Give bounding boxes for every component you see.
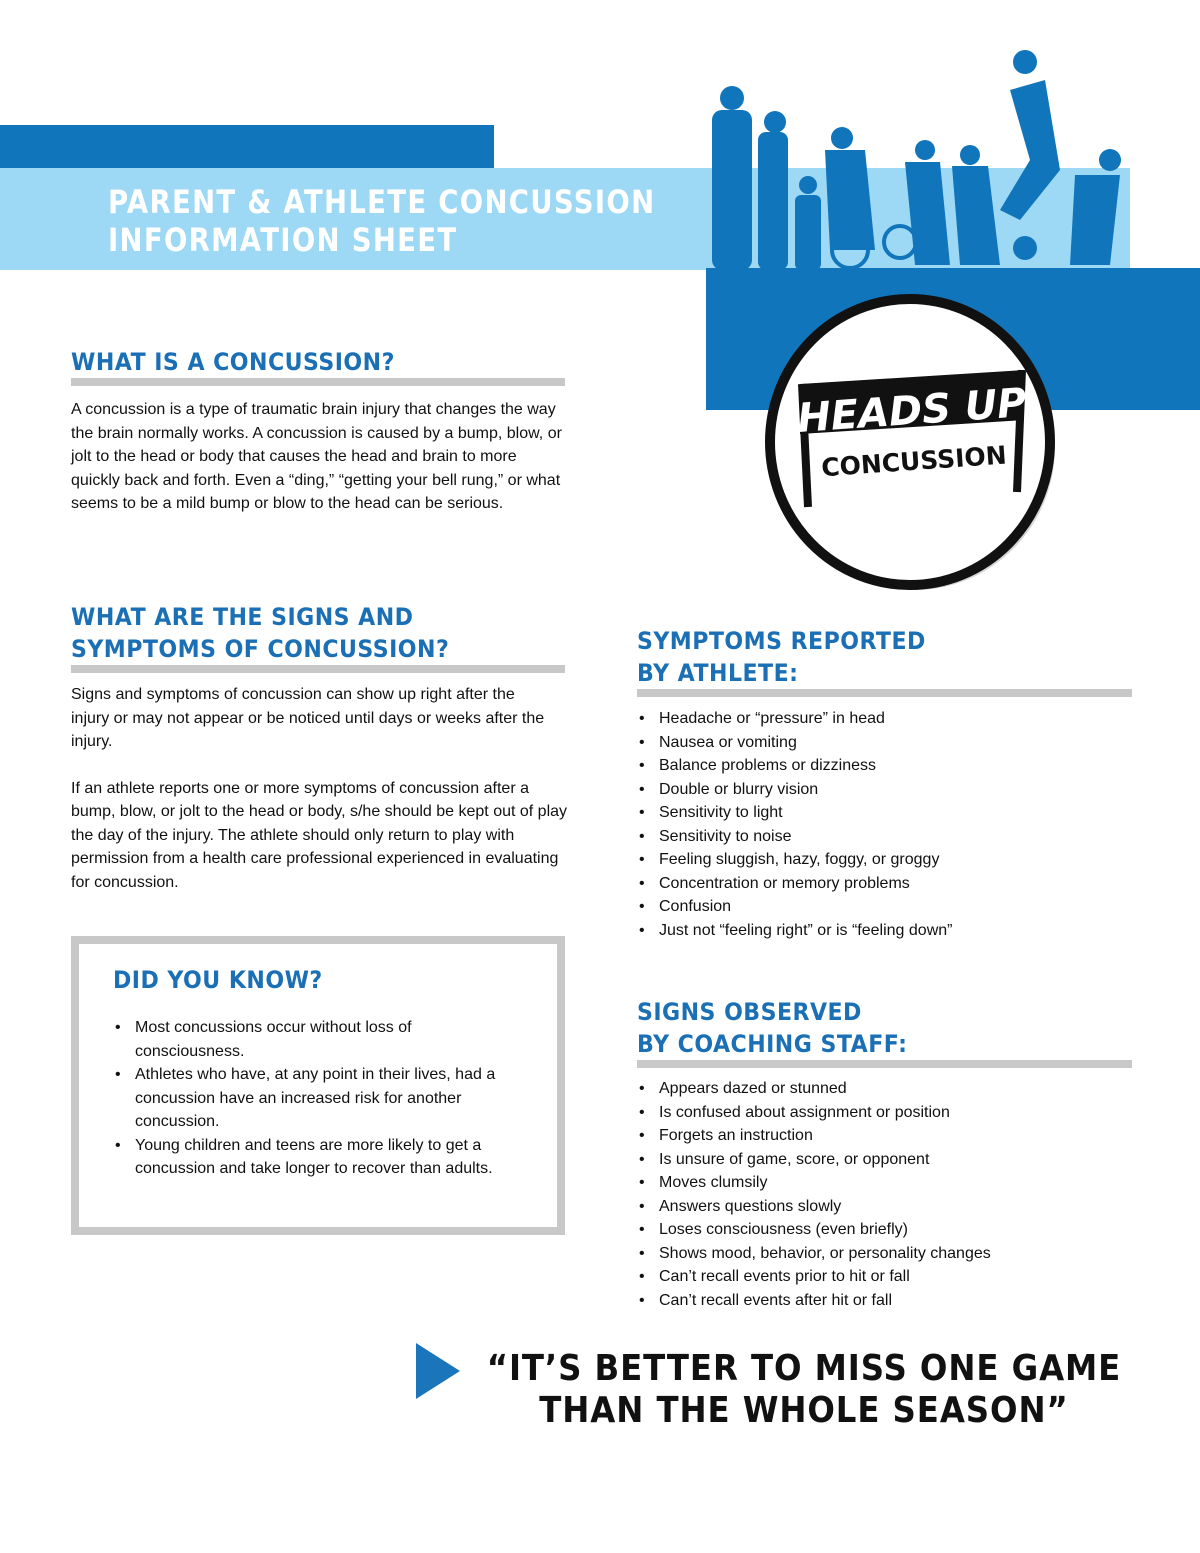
list-item: Nausea or vomiting	[637, 731, 1132, 755]
quote: “IT’S BETTER TO MISS ONE GAME THAN THE W…	[480, 1348, 1128, 1432]
divider	[71, 665, 565, 673]
divider	[637, 1060, 1132, 1068]
list-item: Concentration or memory problems	[637, 872, 1132, 896]
list-item: Feeling sluggish, hazy, foggy, or groggy	[637, 848, 1132, 872]
title-line2: INFORMATION SHEET	[108, 221, 458, 259]
what-is-body: A concussion is a type of traumatic brai…	[71, 401, 562, 512]
heads-up-concussion-logo: HEADS UP CONCUSSION	[765, 294, 1055, 590]
list-item: Forgets an instruction	[637, 1124, 1132, 1148]
observed-section: SIGNS OBSERVED BY COACHING STAFF: Appear…	[637, 996, 1132, 1312]
section-heading-line1: SYMPTOMS REPORTED	[637, 627, 926, 655]
list-item: Young children and teens are more likely…	[113, 1134, 493, 1181]
section-heading: WHAT IS A CONCUSSION?	[71, 348, 395, 376]
quote-line2: THAN THE WHOLE SEASON”	[539, 1390, 1069, 1431]
list-item: Can’t recall events after hit or fall	[637, 1289, 1132, 1313]
signs-para1: Signs and symptoms of concussion can sho…	[71, 686, 545, 750]
page-title: PARENT & ATHLETE CONCUSSION INFORMATION …	[108, 183, 655, 259]
list-item: Athletes who have, at any point in their…	[113, 1063, 513, 1134]
list-item: Is confused about assignment or position	[637, 1101, 1132, 1125]
list-item: Appears dazed or stunned	[637, 1077, 1132, 1101]
signs-para2: If an athlete reports one or more sympto…	[71, 779, 568, 891]
list-item: Double or blurry vision	[637, 778, 1132, 802]
section-heading-line2: BY ATHLETE:	[637, 659, 799, 687]
list-item: Sensitivity to light	[637, 801, 1132, 825]
list-item: Is unsure of game, score, or opponent	[637, 1148, 1132, 1172]
section-heading-line1: WHAT ARE THE SIGNS AND	[71, 603, 414, 631]
list-item: Headache or “pressure” in head	[637, 707, 1132, 731]
header-dark-bar	[0, 125, 494, 168]
quote-line1: “IT’S BETTER TO MISS ONE GAME	[486, 1348, 1122, 1389]
list-item: Shows mood, behavior, or personality cha…	[637, 1242, 1132, 1266]
title-line1: PARENT & ATHLETE CONCUSSION	[108, 183, 656, 221]
did-you-know-heading: DID YOU KNOW?	[113, 966, 323, 994]
list-item: Answers questions slowly	[637, 1195, 1132, 1219]
divider	[637, 689, 1132, 697]
list-item: Can’t recall events prior to hit or fall	[637, 1265, 1132, 1289]
section-heading-line2: SYMPTOMS OF CONCUSSION?	[71, 635, 450, 663]
divider	[71, 378, 565, 386]
list-item: Balance problems or dizziness	[637, 754, 1132, 778]
list-item: Just not “feeling right” or is “feeling …	[637, 919, 1132, 943]
section-heading-line2: BY COACHING STAFF:	[637, 1030, 908, 1058]
list-item: Moves clumsily	[637, 1171, 1132, 1195]
symptoms-section: SYMPTOMS REPORTED BY ATHLETE: Headache o…	[637, 625, 1132, 942]
athletes-silhouette-image	[712, 50, 1121, 270]
what-is-section: WHAT IS A CONCUSSION? A concussion is a …	[71, 346, 565, 516]
section-heading-line1: SIGNS OBSERVED	[637, 998, 862, 1026]
list-item: Confusion	[637, 895, 1132, 919]
list-item: Loses consciousness (even briefly)	[637, 1218, 1132, 1242]
list-item: Most concussions occur without loss of c…	[113, 1016, 513, 1063]
signs-section: WHAT ARE THE SIGNS AND SYMPTOMS OF CONCU…	[71, 601, 569, 894]
play-triangle-icon	[416, 1343, 460, 1399]
did-you-know-box: DID YOU KNOW? Most concussions occur wit…	[71, 936, 565, 1235]
list-item: Sensitivity to noise	[637, 825, 1132, 849]
